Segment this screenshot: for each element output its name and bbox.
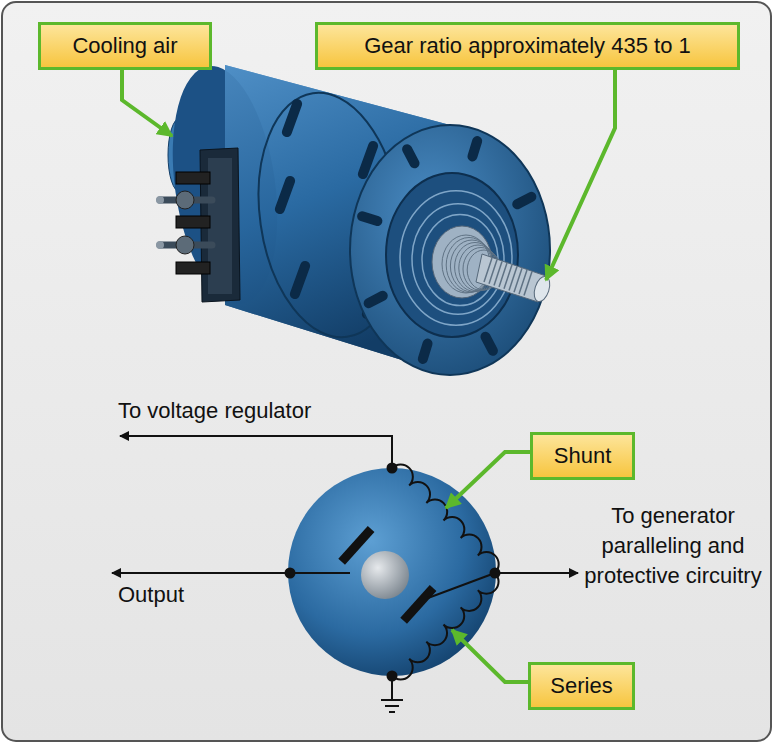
shaft-end [531,274,552,303]
front-ring [400,191,512,325]
ventilation-slot [356,210,384,227]
ventilation-slot [466,135,483,163]
wire-output [112,572,350,574]
terminal-stud-end [156,196,164,204]
ventilation-slot [479,330,500,358]
callout-box: Cooling air [38,22,212,70]
terminal-tab [176,262,210,274]
starter-generator [156,59,553,375]
schematic [112,436,578,712]
leader-line [122,60,172,136]
shaft-spline [524,272,532,296]
terminal-stud-end [156,241,164,249]
terminal-tab [176,216,210,228]
wire-label: To generator paralleling and protective … [578,501,768,591]
ventilation-slot [510,190,538,211]
brush [400,585,436,624]
terminal-nut [176,191,194,209]
ground-symbol [389,711,395,713]
callout-text: Series [545,672,618,700]
ventilation-slot [417,337,434,365]
front-recess [386,173,518,337]
callout-box: Gear ratio approximately 435 to 1 [315,22,740,70]
ventilation-slot [280,97,303,138]
series-winding [392,573,499,680]
ventilation-slot [273,174,296,215]
callout-box: Series [528,662,635,710]
terminal-tab [176,172,210,184]
wire-to-voltage-regulator [120,436,392,468]
wire-to-paralleling [495,572,578,574]
ventilation-slot [400,142,421,170]
callout-text: Cooling air [55,32,195,60]
brush [338,526,374,565]
ventilation-slot [362,289,390,310]
junction-dot [490,568,501,579]
terminal-nut [176,236,194,254]
armature [361,551,409,599]
ground-symbol [381,699,403,701]
ventilation-slot [288,259,311,300]
callout-text: Gear ratio approximately 435 to 1 [332,32,723,60]
terminal-block-face [208,158,232,294]
front-end-bell [350,125,550,375]
junction-dot [387,463,398,474]
callout-box: Shunt [530,432,635,480]
junction-dot [285,568,296,579]
ground-symbol [385,705,399,707]
junction-dot [387,671,398,682]
wire-label: To voltage regulator [118,396,378,426]
callout-text: Shunt [547,442,618,470]
wire-label: Output [118,580,238,610]
shunt-winding [392,464,499,573]
leader-line [546,60,615,280]
